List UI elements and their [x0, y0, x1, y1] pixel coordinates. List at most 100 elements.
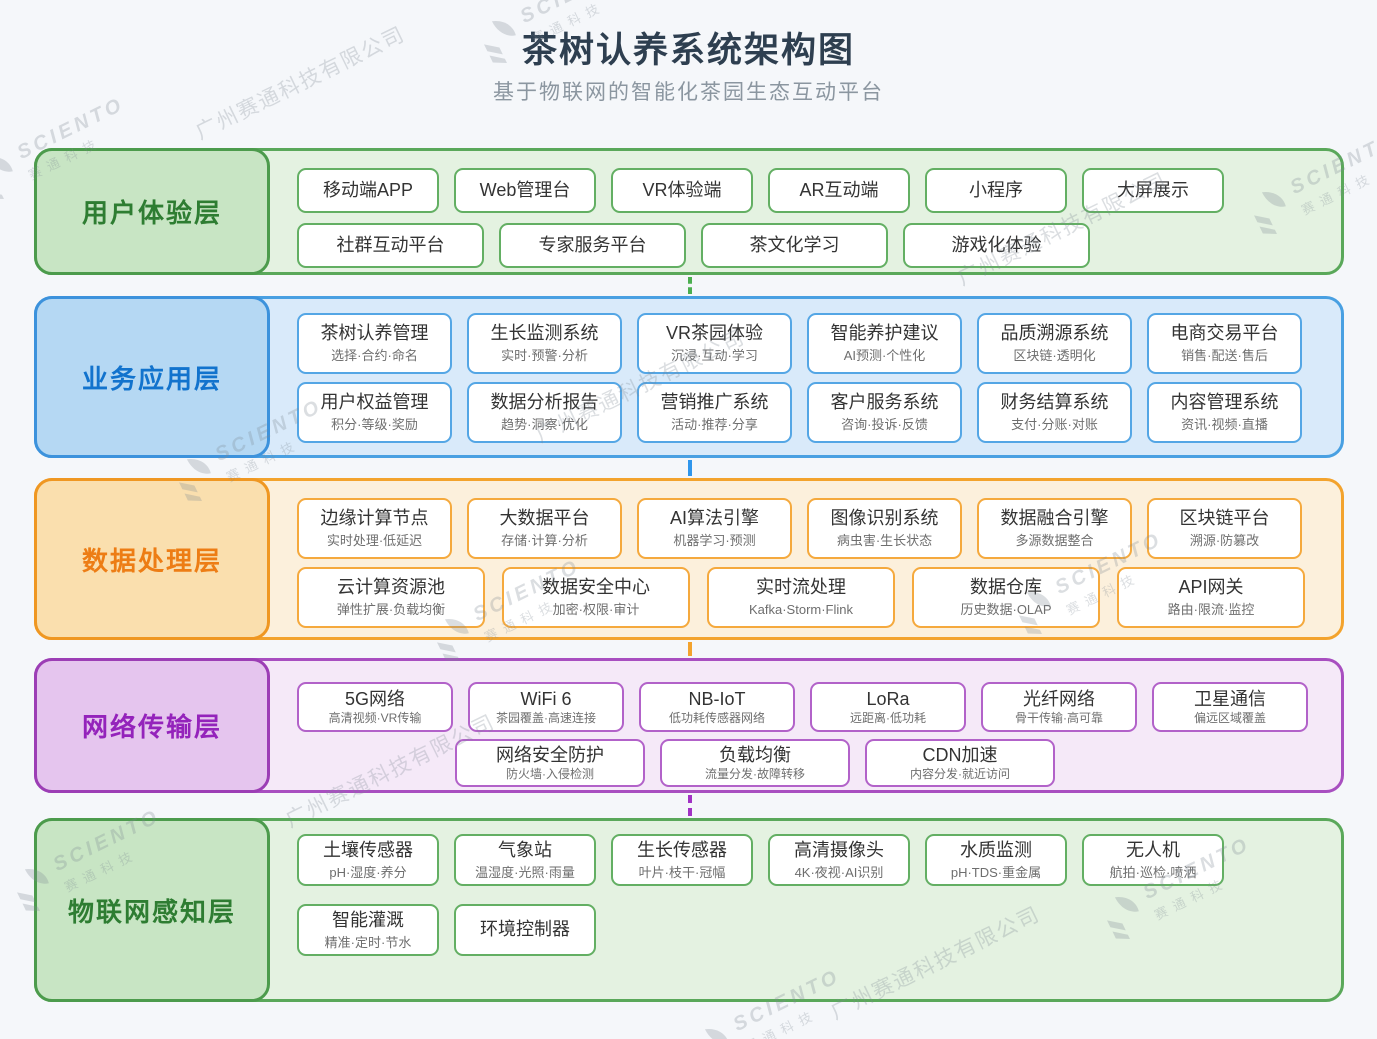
- module-title: 智能养护建议: [830, 323, 939, 344]
- layer-connector: [688, 277, 692, 294]
- module-title: 财务结算系统: [1000, 392, 1109, 413]
- module-subtitle: 多源数据整合: [1015, 533, 1094, 548]
- module-box: 水质监测 pH·TDS·重金属: [925, 834, 1067, 886]
- module-title: 专家服务平台: [538, 234, 647, 255]
- module-subtitle: 低功耗传感器网络: [668, 711, 765, 726]
- module-box: 光纤网络骨干传输·高可靠: [981, 682, 1137, 732]
- module-subtitle: AI预测·个性化: [843, 348, 926, 363]
- module-box: VR体验端: [611, 168, 753, 213]
- module-title: 环境控制器: [480, 919, 570, 940]
- module-subtitle: pH·TDS·重金属: [950, 864, 1042, 880]
- module-subtitle: 咨询·投诉·反馈: [841, 417, 928, 432]
- module-subtitle: 存储·计算·分析: [501, 533, 588, 548]
- module-title: 图像识别系统: [830, 508, 939, 529]
- module-box: 专家服务平台: [499, 223, 686, 268]
- module-title: 大数据平台: [499, 508, 590, 529]
- module-title: 生长传感器: [637, 839, 727, 860]
- module-box: 大数据平台存储·计算·分析: [467, 498, 622, 559]
- module-title: 高清摄像头: [794, 839, 884, 860]
- module-subtitle: 沉浸·互动·学习: [671, 348, 758, 363]
- module-box: 负载均衡流量分发·故障转移: [660, 739, 850, 787]
- module-box: 图像识别系统病虫害·生长状态: [807, 498, 962, 559]
- module-title: 边缘计算节点: [320, 508, 429, 529]
- module-title: 区块链平台: [1179, 508, 1270, 529]
- module-subtitle: 防火墙·入侵检测: [506, 767, 594, 782]
- module-box: 社群互动平台: [297, 223, 484, 268]
- module-title: 茶文化学习: [749, 234, 840, 255]
- module-box: 网络安全防护防火墙·入侵检测: [455, 739, 645, 787]
- module-subtitle: 茶园覆盖·高速连接: [496, 711, 596, 726]
- module-title: 数据分析报告: [490, 392, 599, 413]
- module-title: 负载均衡: [719, 744, 791, 765]
- module-subtitle: 弹性扩展·负载均衡: [336, 602, 446, 617]
- module-title: 营销推广系统: [660, 392, 769, 413]
- module-box: 茶文化学习: [701, 223, 888, 268]
- module-subtitle: 溯源·防篡改: [1189, 533, 1260, 548]
- module-subtitle: 病虫害·生长状态: [836, 533, 933, 548]
- module-title: 光纤网络: [1023, 688, 1095, 709]
- page-subtitle: 基于物联网的智能化茶园生态互动平台: [493, 81, 884, 104]
- layer-business-application-label: 业务应用层: [34, 296, 270, 458]
- module-subtitle: 精准·定时·节水: [324, 934, 412, 950]
- page-title: 茶树认养系统架构图: [521, 31, 855, 70]
- module-title: Web管理台: [479, 179, 571, 200]
- module-title: 客户服务系统: [830, 392, 939, 413]
- layer-iot-sensing-label: 物联网感知层: [34, 818, 270, 1002]
- module-subtitle: 机器学习·预测: [673, 533, 756, 548]
- module-box: 智能养护建议 AI预测·个性化: [807, 313, 962, 374]
- module-title: NB-IoT: [688, 688, 746, 709]
- module-box: API网关路由·限流·监控: [1117, 567, 1305, 628]
- module-box: 茶树认养管理选择·合约·命名: [297, 313, 452, 374]
- module-box: 高清摄像头 4K·夜视·AI识别: [768, 834, 910, 886]
- module-title: 土壤传感器: [323, 839, 413, 860]
- module-subtitle: 趋势·洞察·优化: [501, 417, 588, 432]
- module-subtitle: 选择·合约·命名: [331, 348, 418, 363]
- module-title: API网关: [1178, 577, 1244, 598]
- module-title: AI算法引擎: [669, 508, 759, 529]
- module-subtitle: 积分·等级·奖励: [331, 417, 418, 432]
- module-box: 电商交易平台销售·配送·售后: [1147, 313, 1302, 374]
- module-title: 水质监测: [960, 839, 1032, 860]
- module-subtitle: 4K·夜视·AI识别: [794, 864, 884, 880]
- module-row: 社群互动平台专家服务平台茶文化学习游戏化体验: [297, 223, 1090, 268]
- module-box: 内容管理系统资讯·视频·直播: [1147, 382, 1302, 443]
- module-box: 用户权益管理积分·等级·奖励: [297, 382, 452, 443]
- module-box: NB-IoT 低功耗传感器网络: [639, 682, 795, 732]
- module-title: 气象站: [498, 839, 552, 860]
- module-title: 社群互动平台: [336, 234, 445, 255]
- layer-connector: [688, 460, 692, 476]
- module-box: 无人机航拍·巡检·喷洒: [1082, 834, 1224, 886]
- module-box: 云计算资源池弹性扩展·负载均衡: [297, 567, 485, 628]
- module-subtitle: Kafka·Storm·Flink: [748, 602, 854, 617]
- module-box: VR茶园体验沉浸·互动·学习: [637, 313, 792, 374]
- layer-connector: [688, 642, 692, 656]
- layer-user-experience-label: 用户体验层: [34, 148, 270, 275]
- module-box: 5G网络高清视频·VR传输: [297, 682, 453, 732]
- module-subtitle: 航拍·巡检·喷洒: [1109, 864, 1197, 880]
- module-box: 生长传感器叶片·枝干·冠幅: [611, 834, 753, 886]
- module-title: 移动端APP: [322, 179, 414, 200]
- module-subtitle: 远距离·低功耗: [850, 711, 926, 726]
- module-title: 生长监测系统: [490, 323, 599, 344]
- module-subtitle: 路由·限流·监控: [1167, 602, 1255, 617]
- module-box: 移动端APP: [297, 168, 439, 213]
- module-box: 数据融合引擎多源数据整合: [977, 498, 1132, 559]
- module-subtitle: 高清视频·VR传输: [328, 711, 422, 726]
- layer-network-transport-label: 网络传输层: [34, 658, 270, 793]
- module-subtitle: 叶片·枝干·冠幅: [638, 864, 726, 880]
